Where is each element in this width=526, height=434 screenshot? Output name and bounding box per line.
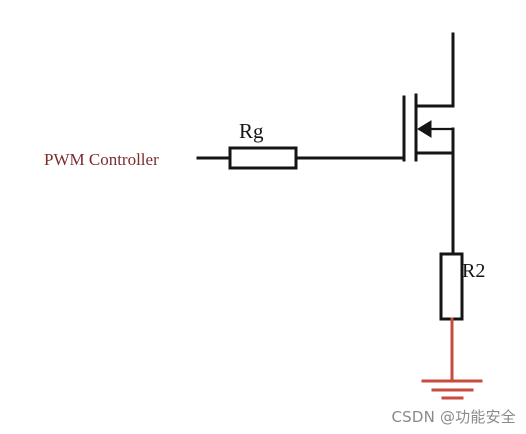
- pwm-controller-label: PWM Controller: [44, 150, 159, 169]
- source-resistor: [439, 252, 464, 321]
- n-channel-mosfet-icon: [402, 32, 455, 162]
- gate-resistor-label: Rg: [239, 119, 264, 143]
- source-resistor-label: R2: [462, 260, 485, 282]
- body-arrow: [417, 120, 432, 138]
- watermark: CSDN @功能安全: [391, 408, 516, 426]
- gate-resistor: [228, 146, 298, 170]
- ground-icon: [421, 379, 483, 400]
